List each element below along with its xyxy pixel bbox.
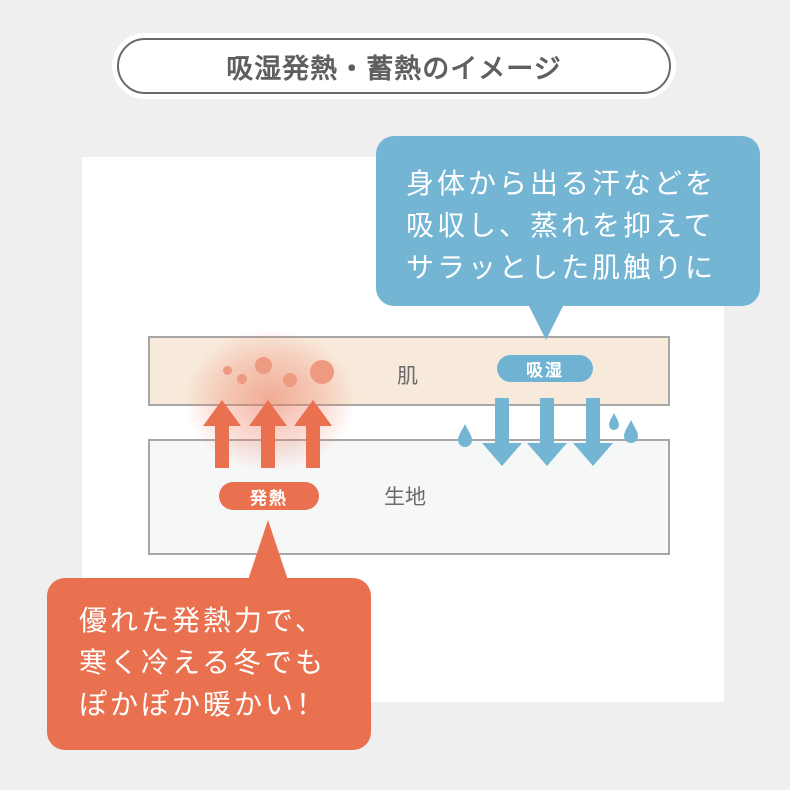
heat-callout-pointer [248,520,288,580]
moisture-tag-label: 吸湿 [526,361,564,381]
moisture-callout: 身体から出る汗などを 吸収し、蒸れを抑えて サラッとした肌触りに [376,136,760,306]
page-title: 吸湿発熱・蓄熱のイメージ [226,53,562,85]
moisture-callout-line: 吸収し、蒸れを抑えて [406,209,715,242]
heat-callout-line: ぽかぽか暖かい！ [79,688,328,721]
heat-tag: 発熱 [219,482,319,510]
heat-bubble-icon [255,357,272,374]
arrow-down-icon [527,398,567,466]
water-drop-icon [458,424,472,447]
arrow-up-icon [203,400,241,468]
heat-callout-line: 優れた発熱力で、 [79,604,326,637]
heat-bubble-icon [237,374,247,384]
moisture-tag: 吸湿 [497,355,593,382]
arrow-up-icon [249,400,287,468]
moisture-callout-line: サラッとした肌触りに [406,251,717,284]
heat-tag-label: 発熱 [250,488,288,509]
arrow-up-icon [294,400,332,468]
heat-bubble-icon [310,360,334,384]
skin-label: 肌 [397,364,418,388]
arrow-down-icon [482,398,522,466]
fabric-label: 生地 [384,485,426,509]
water-drop-icon [624,420,638,443]
heat-bubble-icon [283,373,297,387]
heat-callout-line: 寒く冷える冬でも [79,646,327,679]
moisture-callout-line: 身体から出る汗などを [406,167,717,200]
water-drop-icon [609,413,619,430]
moisture-callout-pointer [528,304,564,340]
arrow-down-icon [573,398,613,466]
heat-bubble-icon [223,366,232,375]
title-banner: 吸湿発熱・蓄熱のイメージ [117,38,671,94]
heat-callout: 優れた発熱力で、 寒く冷える冬でも ぽかぽか暖かい！ [47,578,371,750]
